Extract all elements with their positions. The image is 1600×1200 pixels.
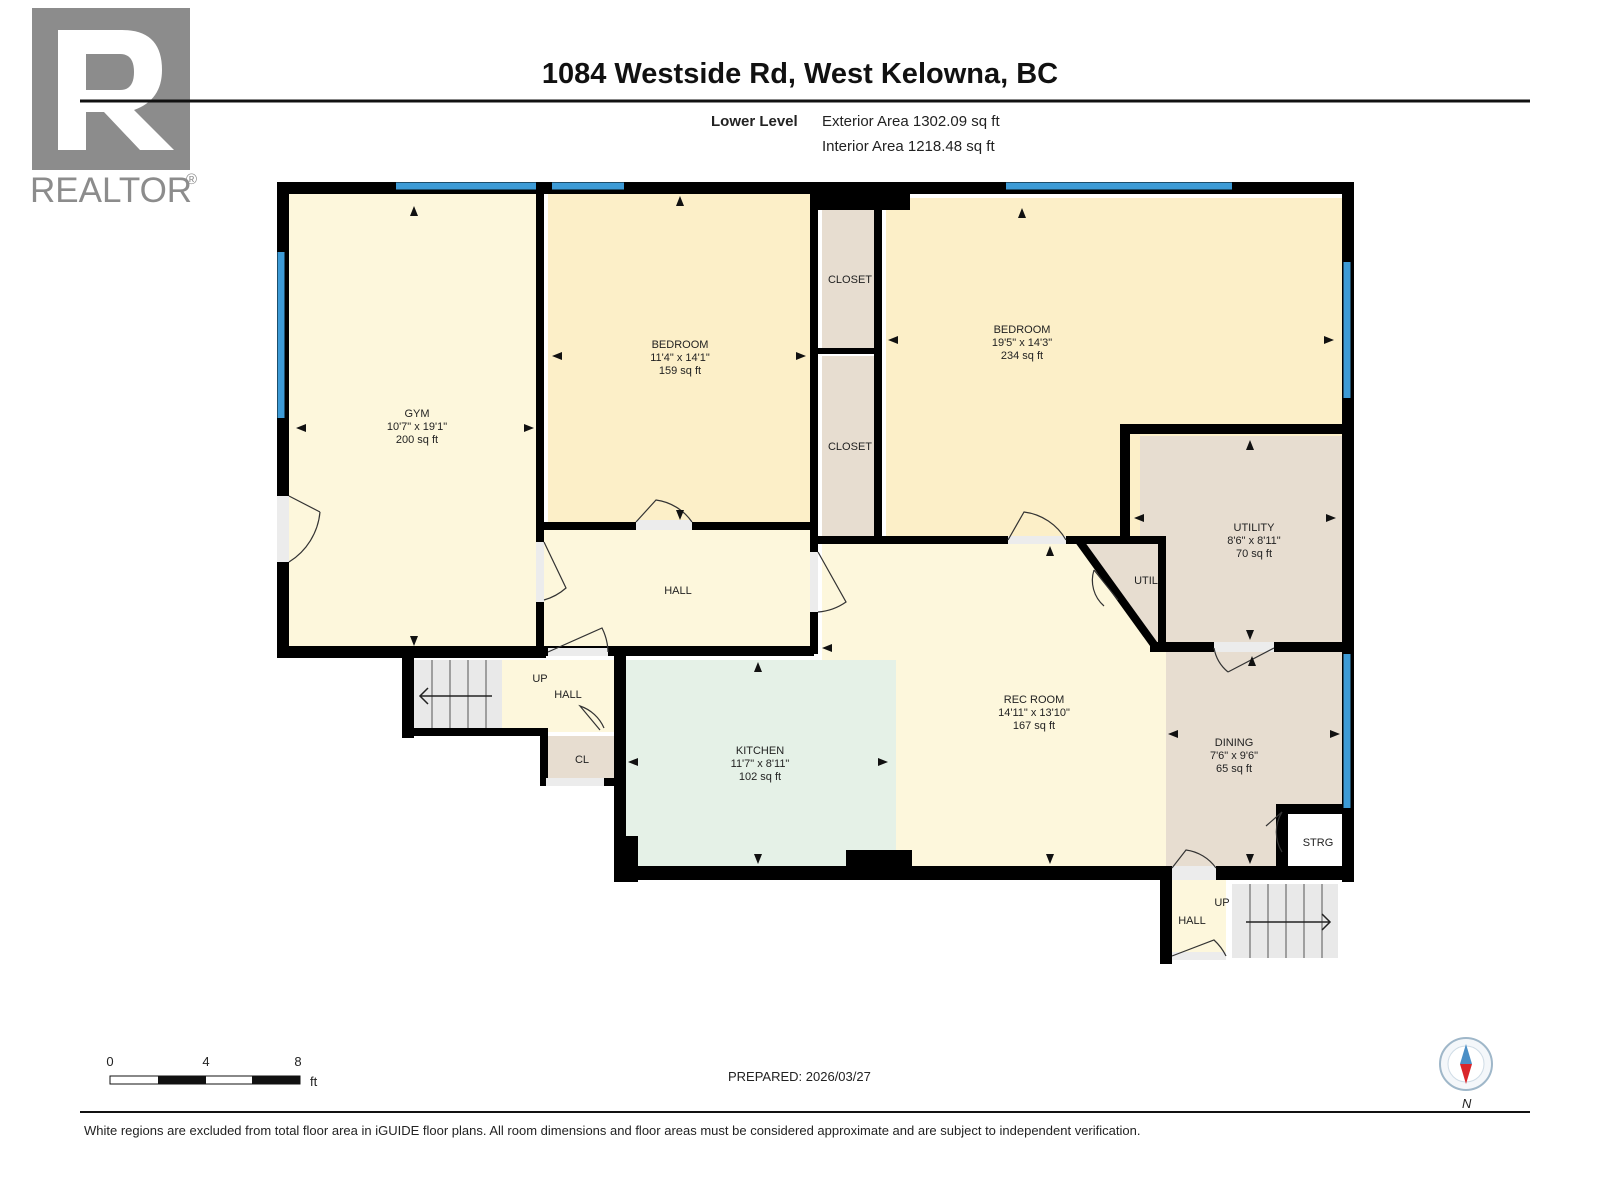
bedroom2-name: BEDROOM [994,324,1051,336]
closet2-name: CLOSET [828,441,872,453]
scale-unit: ft [310,1074,318,1089]
gym-name: GYM [404,408,429,420]
bedroom2-area-text: 234 sq ft [1001,350,1043,362]
bedroom1-area [548,194,816,522]
hall3-name: HALL [1178,915,1206,927]
compass-north-label: N [1462,1096,1472,1111]
gym-area [284,194,542,652]
page-title: 1084 Westside Rd, West Kelowna, BC [542,58,1058,90]
windows [277,182,1351,808]
closet1-area [822,210,880,350]
hall1-area [542,530,816,652]
rec-room-dims: 14'11" x 13'10" [998,707,1070,719]
prepared-date: PREPARED: 2026/03/27 [728,1069,871,1084]
stairs-west [414,660,502,732]
dining-name: DINING [1215,737,1254,749]
scale-tick-8: 8 [294,1054,301,1069]
kitchen-name: KITCHEN [736,745,784,757]
utility-name: UTILITY [1234,522,1276,534]
bedroom1-area-text: 159 sq ft [659,365,701,377]
footer-disclaimer: White regions are excluded from total fl… [84,1123,1140,1138]
utility-area-text: 70 sq ft [1236,548,1272,560]
hall2-up: UP [532,673,547,685]
gym-area-text: 200 sq ft [396,434,438,446]
registered-mark: ® [186,171,197,188]
closet1-name: CLOSET [828,274,872,286]
hall2-name: HALL [554,689,582,701]
room-labels: GYM 10'7" x 19'1" 200 sq ft BEDROOM 11'4… [387,274,1333,927]
rec-room-area-text: 167 sq ft [1013,720,1055,732]
dining-dims: 7'6" x 9'6" [1210,750,1258,762]
scale-bar: 0 4 8 ft [106,1054,317,1089]
strg-name: STRG [1303,837,1334,849]
kitchen-dims: 11'7" x 8'11" [731,758,790,770]
kitchen-area [626,660,896,866]
utility-dims: 8'6" x 8'11" [1227,535,1280,547]
room-fills [284,194,1344,960]
exterior-area: Exterior Area 1302.09 sq ft [822,113,1000,130]
bedroom1-name: BEDROOM [652,339,709,351]
rec-room-name: REC ROOM [1004,694,1065,706]
hall3-up: UP [1214,897,1229,909]
gym-dims: 10'7" x 19'1" [387,421,447,433]
rec-room-area [822,544,1166,866]
scale-tick-4: 4 [202,1054,209,1069]
closet2-area [822,356,880,538]
stairs-east [1232,884,1338,958]
strg-area [1288,812,1344,866]
hall1-name: HALL [664,585,692,597]
cl-name: CL [575,754,589,766]
utility-area [1140,436,1344,646]
util-name: UTIL [1134,575,1158,587]
realtor-logo: REALTOR ® [30,8,197,210]
dimension-arrows [296,196,1340,864]
doors [277,495,1283,960]
scale-tick-0: 0 [106,1054,113,1069]
bedroom1-dims: 11'4" x 14'1" [650,352,710,364]
kitchen-area-text: 102 sq ft [739,771,781,783]
level-label: Lower Level [711,113,798,130]
interior-area: Interior Area 1218.48 sq ft [822,138,995,155]
realtor-logo-text: REALTOR [30,171,192,210]
dining-area-text: 65 sq ft [1216,763,1252,775]
bedroom2-dims: 19'5" x 14'3" [992,337,1052,349]
compass-icon: N [1439,1037,1493,1111]
cl-area [546,736,616,780]
